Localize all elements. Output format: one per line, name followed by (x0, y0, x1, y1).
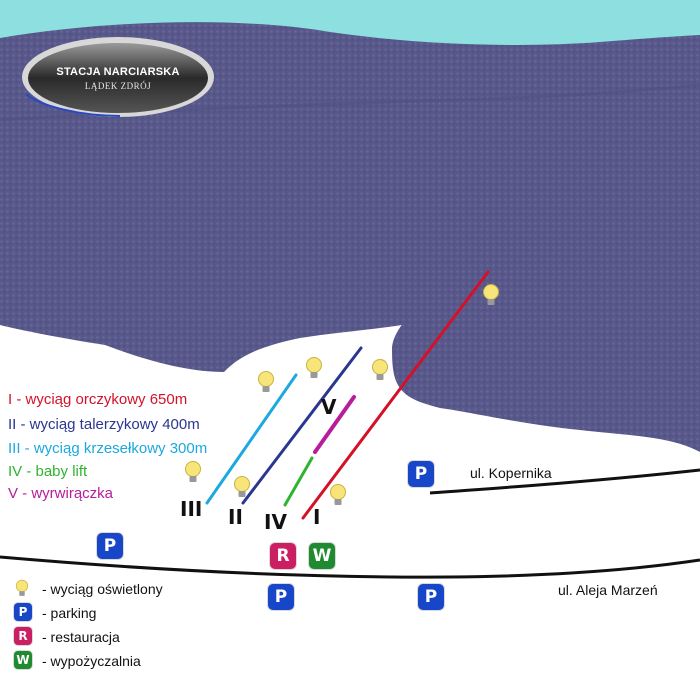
lift-label-i: I (313, 505, 321, 529)
lift-v-line (313, 395, 356, 454)
bulb-icon (234, 476, 250, 497)
legend-lift-ii: II - wyciąg talerzykowy 400m (8, 416, 200, 433)
rental-icon: W (309, 543, 335, 569)
key-restaurant-label: - restauracja (42, 629, 120, 645)
lift-ii-line (241, 346, 363, 505)
street-kopernika: ul. Kopernika (470, 465, 552, 481)
road-aleja-marzen (0, 555, 700, 579)
parking-icon: P (268, 584, 294, 610)
parking-icon: P (14, 603, 32, 621)
key-rental: W - wypożyczalnia (14, 650, 141, 672)
logo-subtitle: LĄDEK ZDRÓJ (84, 81, 152, 91)
parking-icon: P (408, 461, 434, 487)
key-parking: P - parking (14, 602, 96, 624)
parking-icon: P (418, 584, 444, 610)
rental-icon: W (14, 651, 32, 669)
legend-lift-v: V - wyrwirączka (8, 485, 114, 502)
lift-label-iii: III (180, 497, 203, 521)
bulb-icon (330, 484, 346, 505)
mountain-forest (0, 22, 700, 453)
bulb-icon (372, 359, 388, 380)
parking-icon: P (97, 533, 123, 559)
bulb-icon (258, 371, 274, 392)
key-rental-label: - wypożyczalnia (42, 653, 141, 669)
logo: STACJA NARCIARSKA LĄDEK ZDRÓJ (20, 34, 216, 120)
bulb-icon (306, 357, 322, 378)
bulb-icon (483, 284, 499, 305)
lift-iv-line (283, 456, 314, 507)
lift-label-ii: II (228, 505, 243, 529)
legend-lift-iv: IV - baby lift (8, 463, 88, 480)
lift-label-v: V (321, 395, 337, 419)
key-restaurant: R - restauracja (14, 626, 120, 648)
road-kopernika (429, 468, 700, 495)
logo-ellipse (22, 37, 214, 117)
legend-lift-i: I - wyciąg orczykowy 650m (8, 391, 188, 408)
key-lit-lift: - wyciąg oświetlony (14, 578, 163, 600)
lift-i-line (301, 270, 490, 520)
legend-lift-iii: III - wyciąg krzesełkowy 300m (8, 440, 208, 457)
street-aleja-marzen: ul. Aleja Marzeń (558, 582, 658, 598)
restaurant-icon: R (270, 543, 296, 569)
lift-iii-line (205, 373, 298, 505)
restaurant-icon: R (14, 627, 32, 645)
key-parking-label: - parking (42, 605, 97, 621)
bulb-icon (15, 579, 29, 596)
logo-title: STACJA NARCIARSKA (56, 66, 180, 78)
lift-label-iv: IV (264, 510, 287, 534)
key-lit-lift-label: - wyciąg oświetlony (42, 581, 163, 597)
bulb-icon (185, 461, 201, 482)
